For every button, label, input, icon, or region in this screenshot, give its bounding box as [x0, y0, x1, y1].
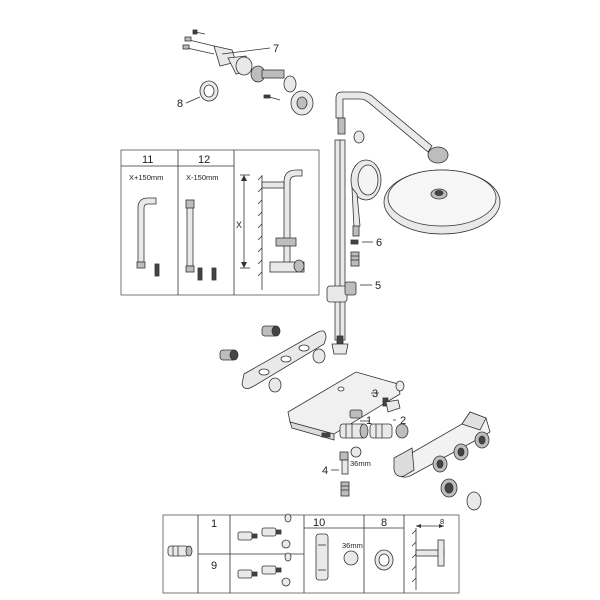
ext-11-number: 11 — [142, 154, 153, 166]
ext-12-number: 12 — [198, 154, 210, 166]
seal-ring-8: 8 — [177, 80, 219, 110]
callout-6-label: 6 — [376, 237, 382, 249]
extension-pipe-short — [185, 199, 217, 281]
callout-8-label: 8 — [177, 98, 183, 110]
callout-3: 3 — [371, 388, 401, 413]
spare-row1-parts — [237, 513, 292, 549]
back-plate-group — [219, 325, 327, 393]
cartridge-1: 1 — [339, 415, 372, 439]
small-cap-right — [312, 348, 326, 364]
mixer-valve-body — [393, 411, 491, 478]
ext-11-length: X+150mm — [129, 173, 163, 182]
screws-top — [182, 29, 215, 55]
wrench-36-note: 36mm — [321, 432, 371, 468]
callout-1-label: 1 — [366, 415, 372, 427]
dimension-x-label: X — [236, 220, 242, 230]
thermostat-shelf — [287, 371, 405, 441]
bracket-plate — [213, 45, 297, 101]
callout-6: 6 — [350, 237, 382, 249]
inlet-fitting-left — [219, 349, 239, 361]
small-cap-bottom — [268, 377, 282, 393]
callout-4-label: 4 — [322, 465, 328, 477]
callout-2-label: 2 — [400, 415, 406, 427]
shower-arm — [335, 91, 433, 153]
spare-item-8-number: 8 — [381, 517, 387, 529]
overhead-shower-head — [383, 169, 501, 235]
spare-parts-table: 1 9 10 36mm 8 — [162, 513, 460, 594]
hand-shower — [350, 159, 382, 237]
extension-inset: 11 X+150mm 12 X-150mm — [120, 149, 320, 296]
valve-inlets — [432, 431, 490, 473]
spare-row2-number: 9 — [211, 560, 217, 572]
callout-3-label: 3 — [372, 388, 378, 400]
wall-rosette — [290, 90, 314, 116]
front-cap — [440, 478, 482, 511]
shower-column — [331, 91, 449, 355]
cartridge-thumbnail — [167, 545, 193, 557]
wall-bracket-assembly: 7 8 — [177, 29, 314, 116]
callout-7: 7 — [221, 43, 279, 55]
spare-wrench-36-label: 36mm — [342, 541, 363, 550]
spare-item-10-number: 10 — [313, 517, 325, 529]
spare-mounting-depth-sketch: 8 — [411, 517, 445, 590]
spare-item-8-ring — [374, 549, 394, 571]
callout-7-label: 7 — [273, 43, 279, 55]
wall-mount-sketch — [257, 169, 305, 290]
ext-12-length: X-150mm — [186, 173, 219, 182]
arm-nut — [353, 130, 365, 144]
spare-row1-number: 1 — [211, 518, 217, 530]
spare-row2-parts — [237, 552, 292, 587]
inlet-fitting-top — [261, 325, 281, 337]
wrench-36-label: 36mm — [350, 459, 371, 468]
hose-nut — [350, 251, 360, 267]
slide-holder-5: 5 — [326, 280, 381, 303]
extension-pipe-long — [136, 197, 160, 277]
callout-5-label: 5 — [375, 280, 381, 292]
callout-4: 4 — [322, 451, 350, 497]
dimension-x: X — [236, 174, 250, 269]
spare-depth-label: 8 — [440, 517, 444, 526]
cartridge-2: 2 — [369, 415, 409, 439]
spare-item-10-parts: 36mm — [315, 533, 363, 581]
arm-connector — [337, 117, 346, 135]
